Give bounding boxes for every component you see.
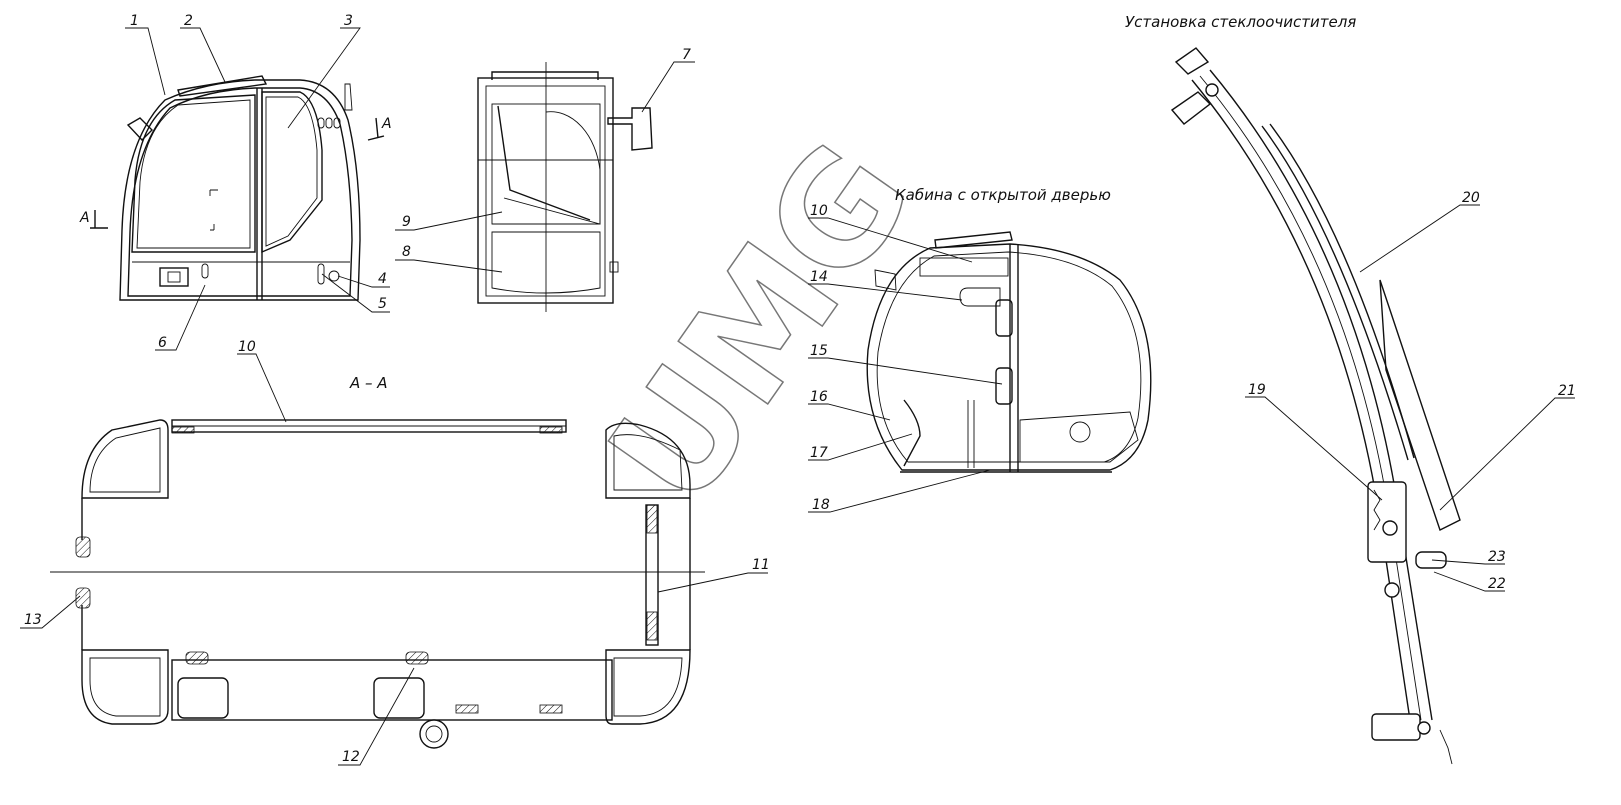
- watermark: UMG: [576, 112, 946, 536]
- callout-11: 11: [752, 557, 770, 573]
- callout-7: 7: [682, 47, 691, 63]
- callout-13: 13: [24, 612, 42, 628]
- wiper-title: Установка стеклоочистителя: [1125, 13, 1356, 31]
- callout-19: 19: [1248, 382, 1266, 398]
- wiper-installation-view: Установка стеклоочистителя: [1125, 13, 1461, 765]
- callout-1: 1: [130, 13, 139, 29]
- section-a-a: А – А: [50, 374, 705, 749]
- callout-10-open: 10: [810, 203, 828, 219]
- cab-front-view: [477, 62, 653, 312]
- callout-6: 6: [158, 335, 167, 351]
- callout-12: 12: [342, 749, 360, 765]
- section-mark-a-right: А: [381, 116, 392, 132]
- callout-4: 4: [378, 271, 387, 287]
- open-door-title: Кабина с открытой дверью: [895, 186, 1111, 204]
- callout-17: 17: [810, 445, 828, 461]
- callout-23: 23: [1488, 549, 1506, 565]
- callout-21: 21: [1558, 383, 1576, 399]
- callout-8: 8: [402, 244, 411, 260]
- callout-leaders: [20, 27, 1575, 766]
- watermark-text: UMG: [577, 113, 946, 536]
- section-title: А – А: [349, 374, 388, 392]
- callout-2: 2: [184, 13, 193, 29]
- callout-3: 3: [344, 13, 353, 29]
- callout-numbers: 1 2 3 4 5 6 7 8 9 10 11 12 13 10 14 15 1…: [24, 13, 1576, 765]
- cab-side-view: А А: [79, 75, 392, 301]
- callout-10-section: 10: [238, 339, 256, 355]
- callout-5: 5: [378, 296, 387, 312]
- callout-14: 14: [810, 269, 828, 285]
- cab-open-door-view: Кабина с открытой дверью: [866, 186, 1152, 473]
- callout-20: 20: [1462, 190, 1480, 206]
- callout-18: 18: [812, 497, 830, 513]
- section-mark-a-left: А: [79, 210, 90, 226]
- callout-16: 16: [810, 389, 828, 405]
- callout-15: 15: [810, 343, 828, 359]
- callout-22: 22: [1488, 576, 1506, 592]
- callout-9: 9: [402, 214, 411, 230]
